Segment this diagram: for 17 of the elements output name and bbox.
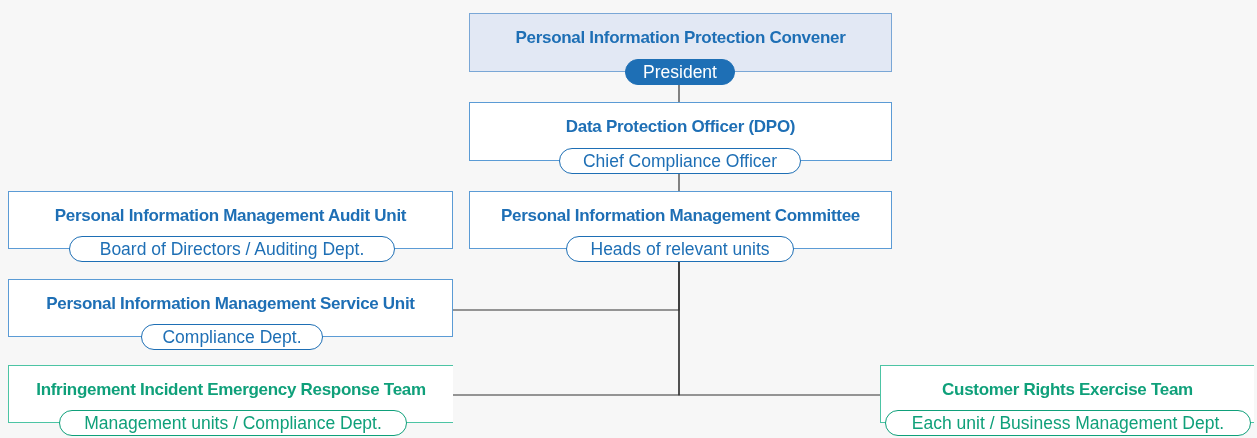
unit-title: Infringement Incident Emergency Response Team — [35, 380, 427, 400]
unit-title: Personal Information Management Service Unit — [45, 294, 416, 314]
connector-line — [678, 84, 680, 103]
role-pill: Management units / Compliance Dept. — [59, 410, 407, 436]
unit-title: Personal Information Management Audit Unit — [53, 206, 408, 226]
connector-line — [678, 261, 881, 396]
connector-line — [678, 173, 680, 192]
unit-title: Personal Information Protection Convener — [514, 28, 847, 48]
role-pill: Heads of relevant units — [566, 236, 794, 262]
role-pill: Compliance Dept. — [141, 324, 323, 350]
unit-title: Customer Rights Exercise Team — [941, 380, 1194, 400]
role-pill: Each unit / Business Management Dept. — [885, 410, 1251, 436]
role-pill: President — [625, 59, 735, 85]
unit-title: Personal Information Management Committee — [500, 206, 861, 226]
role-pill: Board of Directors / Auditing Dept. — [69, 236, 395, 262]
unit-title: Data Protection Officer (DPO) — [564, 117, 797, 137]
role-pill: Chief Compliance Officer — [559, 148, 801, 174]
